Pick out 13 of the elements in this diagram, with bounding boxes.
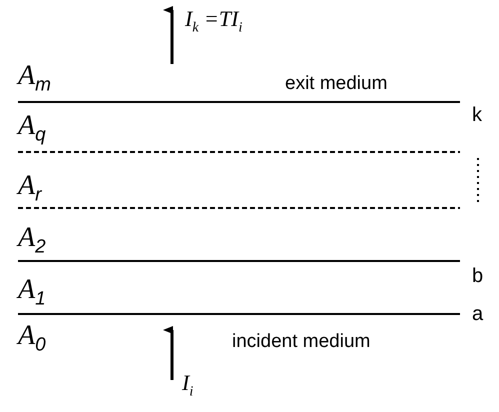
- layer-symbol: A$_{0}$: [18, 322, 46, 355]
- interface-letter: a: [472, 304, 484, 324]
- layer-symbol: A$_{2}$: [18, 224, 46, 257]
- medium-label: incident medium: [232, 332, 370, 351]
- layer-symbol: A$_{m}$: [18, 62, 51, 95]
- interface-letter: b: [472, 266, 484, 286]
- intensity-label: I$_{i}$: [182, 372, 194, 400]
- medium-label: exit medium: [285, 74, 388, 93]
- intensity-label: I$_{k}$ =TI$_{i}$: [185, 8, 242, 36]
- interface-letter: k: [472, 105, 482, 125]
- layer-symbol: A$_{1}$: [18, 276, 46, 309]
- layer-symbol: A$_{q}$: [18, 112, 46, 145]
- layer-symbol: A$_{r}$: [18, 172, 42, 205]
